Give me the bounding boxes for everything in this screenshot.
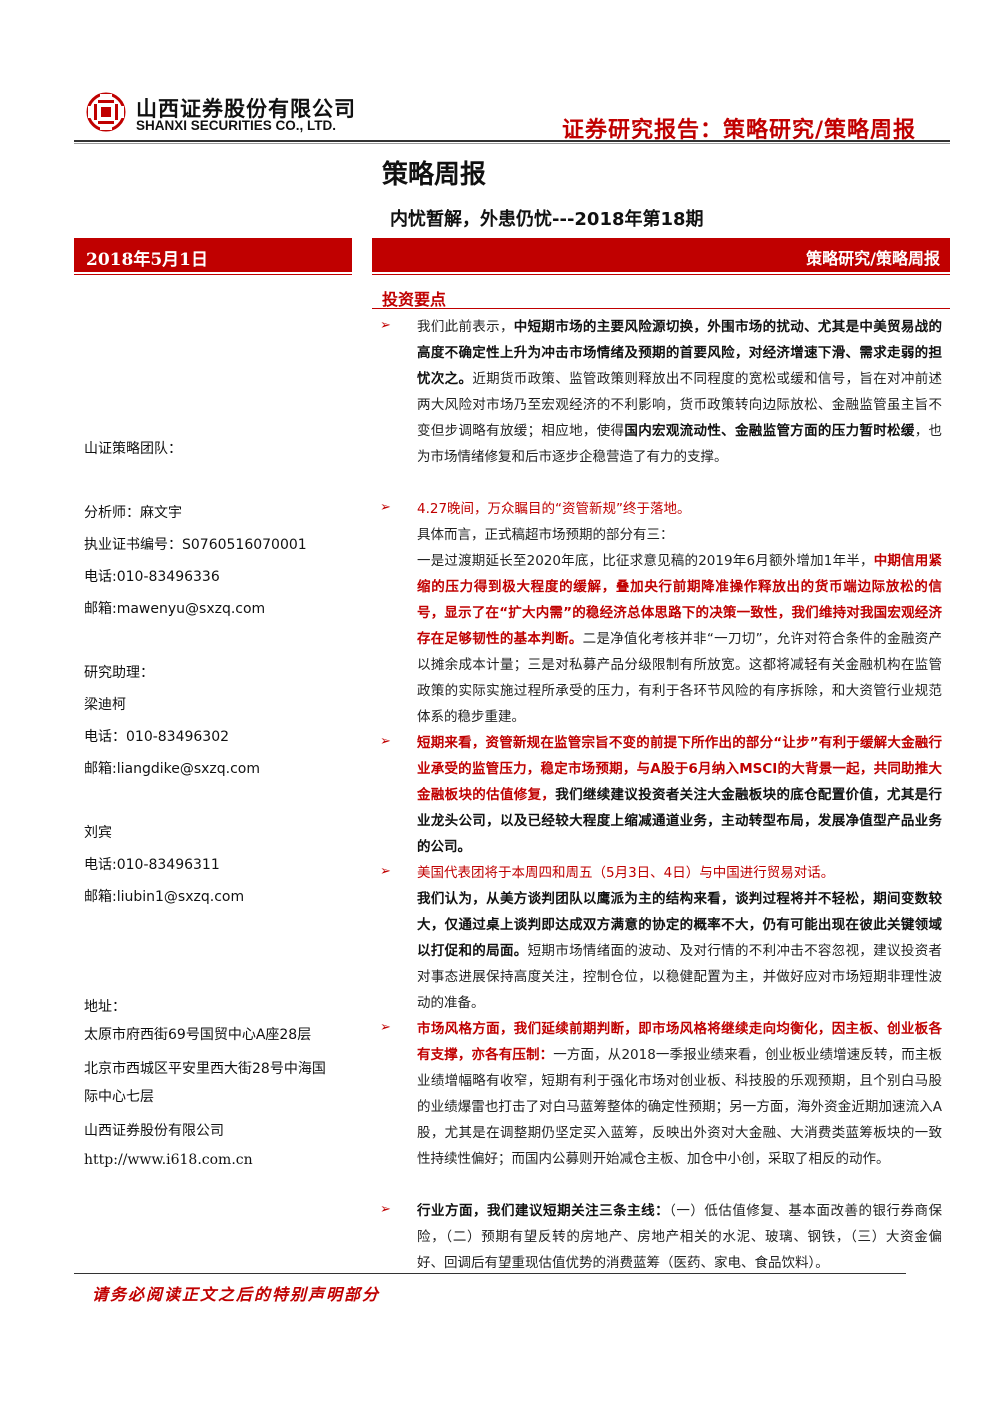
address-beijing-line1: 北京市西城区平安里西大街28号中海国 <box>84 1061 326 1077</box>
point-2: 4.27晚间，万众瞩目的“资管新规”终于落地。具体而言，正式稿超市场预期的部分有… <box>417 501 942 725</box>
address-title: 地址： <box>84 999 126 1015</box>
company-name-cn: 山西证券股份有限公司 <box>136 97 356 121</box>
bullet-icon: ➢ <box>380 1020 391 1035</box>
team-label: 山证策略团队： <box>84 441 182 457</box>
bullet-icon: ➢ <box>380 500 391 515</box>
assistant1-phone: 电话：010-83496302 <box>84 729 230 745</box>
analyst-phone: 电话:010-83496336 <box>84 569 220 585</box>
disclaimer-note: 请务必阅读正文之后的特别声明部分 <box>92 1285 381 1304</box>
address-beijing-line2: 际中心七层 <box>84 1089 154 1105</box>
category-label: 策略研究/策略周报 <box>806 249 940 268</box>
analyst-name: 分析师：麻文宇 <box>84 505 182 521</box>
page-title: 策略周报 <box>382 160 487 190</box>
point-3: 短期来看，资管新规在监管宗旨不变的前提下所作出的部分“让步”有利于缓解大金融行业… <box>417 735 943 855</box>
bullet-icon: ➢ <box>380 734 391 749</box>
point-6: 行业方面，我们建议短期关注三条主线：（一）低估值修复、基本面改善的银行券商保险，… <box>417 1203 943 1271</box>
section-divider <box>372 308 950 309</box>
analyst-email: 邮箱:mawenyu@sxzq.com <box>84 601 266 617</box>
analyst-license: 执业证书编号：S0760516070001 <box>84 537 307 553</box>
company-name-en: SHANXI SECURITIES CO., LTD. <box>136 118 337 133</box>
category-banner-underline <box>372 274 950 275</box>
point-4: 美国代表团将于本周四和周五（5月3日、4日）与中国进行贸易对话。我们认为，从美方… <box>417 865 943 1011</box>
assistant1-email: 邮箱:liangdike@sxzq.com <box>84 761 260 777</box>
assistant2-phone: 电话:010-83496311 <box>84 857 220 873</box>
report-date: 2018年5月1日 <box>86 250 208 270</box>
website-link[interactable]: http://www.i618.com.cn <box>84 1152 253 1168</box>
assistant1-name: 梁迪柯 <box>84 697 126 713</box>
assistant2-email: 邮箱:liubin1@sxzq.com <box>84 889 245 905</box>
assistant-title: 研究助理： <box>84 665 154 681</box>
assistant2-name: 刘宾 <box>84 825 112 841</box>
point-1: 我们此前表示，中短期市场的主要风险源切换，外围市场的扰动、尤其是中美贸易战的高度… <box>417 319 943 465</box>
address-taiyuan: 太原市府西街69号国贸中心A座28层 <box>84 1027 312 1043</box>
bullet-icon: ➢ <box>380 1202 391 1217</box>
shanxi-securities-logo-icon <box>86 92 126 132</box>
sidebar-company: 山西证券股份有限公司 <box>84 1123 224 1139</box>
date-banner-underline <box>74 274 352 275</box>
header-divider-thin <box>74 143 950 144</box>
bullet-icon: ➢ <box>380 864 391 879</box>
header-divider <box>74 140 950 142</box>
section-title: 投资要点 <box>382 290 447 309</box>
footer-divider <box>74 1273 906 1274</box>
category-banner <box>372 238 950 272</box>
page-subtitle: 内忧暂解，外患仍忧---2018年第18期 <box>390 209 704 230</box>
point-5: 市场风格方面，我们延续前期判断，即市场风格将继续走向均衡化，因主板、创业板各有支… <box>417 1021 943 1167</box>
report-type-label: 证券研究报告：策略研究/策略周报 <box>561 118 916 143</box>
bullet-icon: ➢ <box>380 318 391 333</box>
date-banner <box>74 238 352 272</box>
